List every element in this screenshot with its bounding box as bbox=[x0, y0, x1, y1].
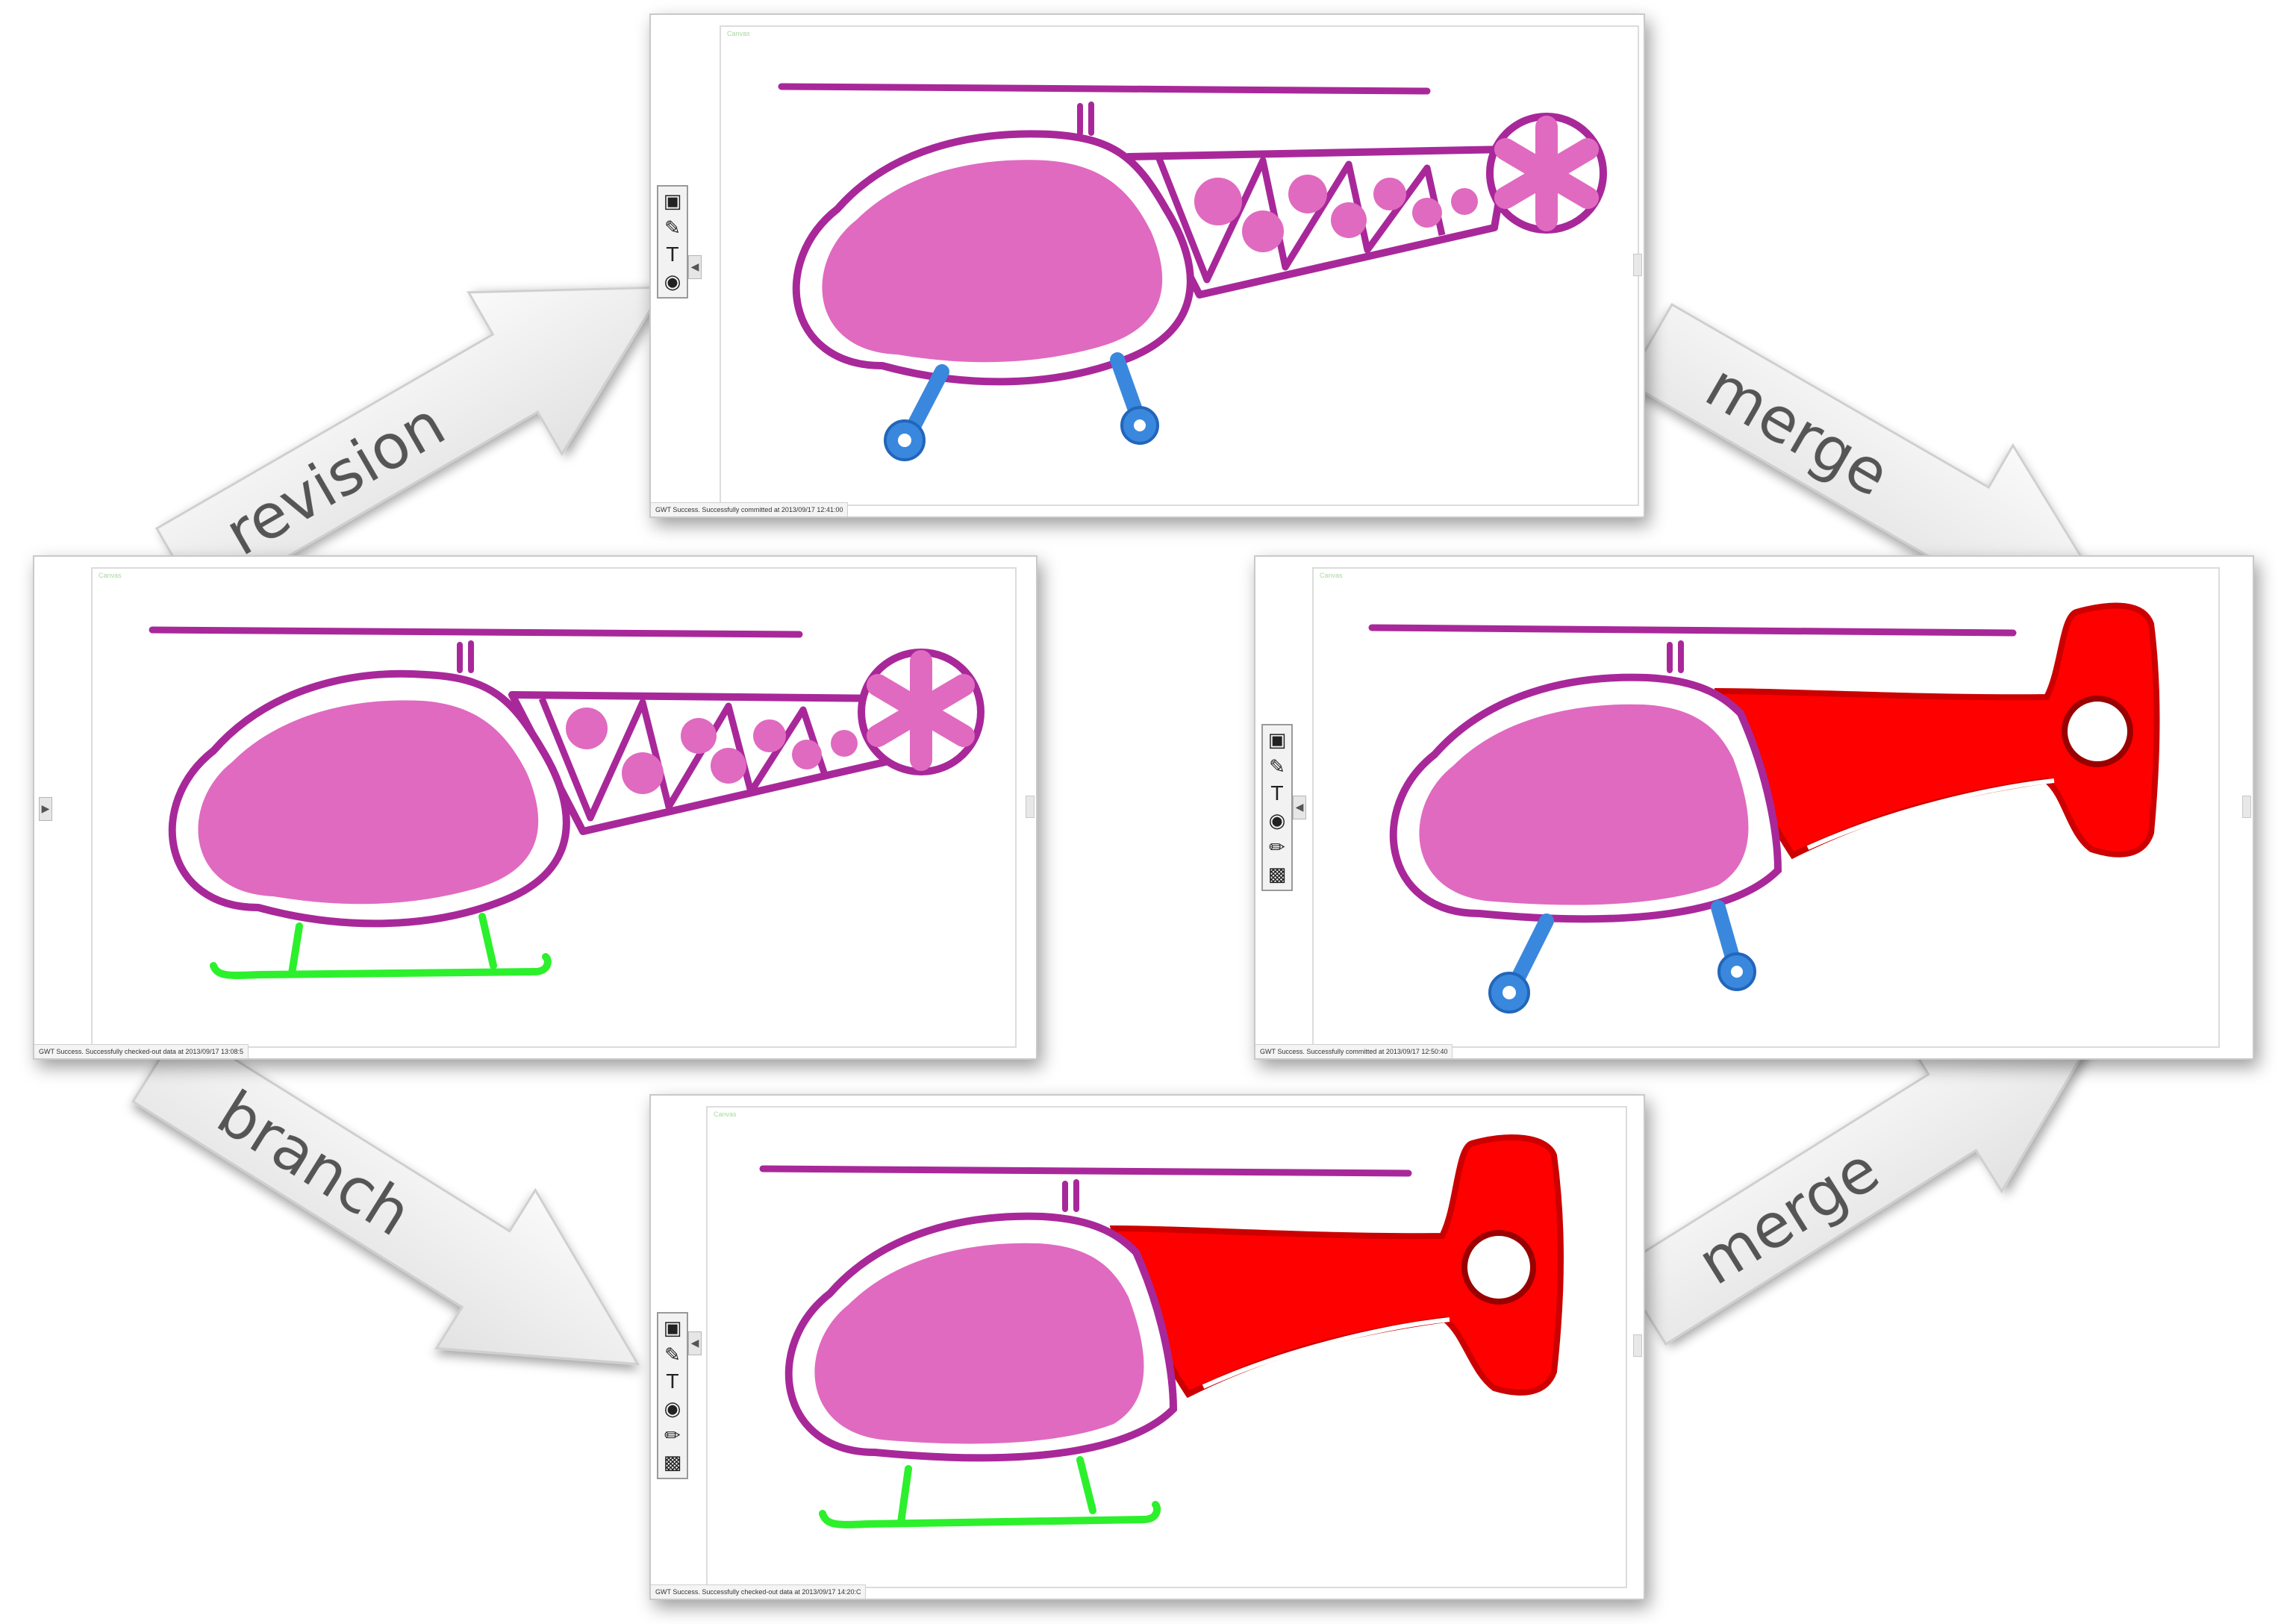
helicopter-drawing bbox=[1368, 602, 2160, 1014]
drawing-toolbar: ▣ ✎ T ◉ ✏ ▩ bbox=[657, 1312, 688, 1479]
panel-edge-tab[interactable] bbox=[1633, 254, 1642, 276]
palette-icon[interactable]: ◉ bbox=[664, 271, 681, 293]
toolbar-collapse-handle[interactable]: ◀ bbox=[1293, 796, 1306, 819]
canvas-frame-label: Canvas bbox=[727, 30, 750, 37]
save-icon[interactable]: ▣ bbox=[663, 1317, 682, 1340]
palette-icon[interactable]: ◉ bbox=[1268, 810, 1286, 832]
canvas-frame-label: Canvas bbox=[714, 1111, 737, 1118]
status-bar: GWT Success. Successfully checked-out da… bbox=[651, 1584, 867, 1599]
panel-revision: Canvas ▣ ✎ T ◉ ◀ GWT Succes bbox=[649, 13, 1645, 518]
eraser-icon[interactable]: ▩ bbox=[1267, 863, 1287, 886]
text-icon[interactable]: T bbox=[667, 1371, 678, 1393]
helicopter-drawing bbox=[759, 1134, 1564, 1528]
pencil-icon[interactable]: ✎ bbox=[1269, 756, 1285, 778]
canvas-frame-label: Canvas bbox=[99, 572, 122, 579]
status-bar: GWT Success. Successfully checked-out da… bbox=[34, 1044, 249, 1058]
save-icon[interactable]: ▣ bbox=[663, 190, 682, 213]
brush-icon[interactable]: ✏ bbox=[664, 1425, 681, 1447]
palette-icon[interactable]: ◉ bbox=[664, 1398, 681, 1420]
drawing-toolbar: ▣ ✎ T ◉ bbox=[657, 185, 688, 299]
eraser-icon[interactable]: ▩ bbox=[663, 1452, 682, 1474]
toolbar-collapse-handle[interactable]: ◀ bbox=[688, 1331, 702, 1355]
helicopter-drawing bbox=[149, 626, 985, 979]
text-icon[interactable]: T bbox=[667, 244, 678, 266]
toolbar-collapse-handle[interactable]: ◀ bbox=[688, 255, 702, 279]
panel-edge-tab[interactable] bbox=[2242, 796, 2251, 818]
pencil-icon[interactable]: ✎ bbox=[664, 217, 681, 240]
helicopter-drawing bbox=[778, 83, 1607, 461]
status-bar: GWT Success. Successfully committed at 2… bbox=[1255, 1044, 1453, 1058]
panel-edge-tab[interactable] bbox=[1633, 1334, 1642, 1357]
save-icon[interactable]: ▣ bbox=[1267, 729, 1287, 752]
panel-branch: Canvas ▣ ✎ T ◉ ✏ ▩ ◀ GWT Success. Succes… bbox=[649, 1094, 1645, 1600]
brush-icon[interactable]: ✏ bbox=[1269, 837, 1285, 859]
text-icon[interactable]: T bbox=[1271, 783, 1283, 805]
pencil-icon[interactable]: ✎ bbox=[664, 1344, 681, 1367]
canvas-frame-label: Canvas bbox=[1320, 572, 1343, 579]
status-bar: GWT Success. Successfully committed at 2… bbox=[651, 502, 849, 516]
panel-edge-tab[interactable] bbox=[1026, 796, 1035, 818]
toolbar-expand-handle[interactable]: ▶ bbox=[39, 797, 52, 821]
drawing-toolbar: ▣ ✎ T ◉ ✏ ▩ bbox=[1261, 724, 1293, 891]
panel-original: Canvas ▶ GWT Success. Successfully check… bbox=[33, 555, 1038, 1060]
panel-merged: Canvas ▣ ✎ T ◉ ✏ ▩ ◀ GWT Success. Succes… bbox=[1254, 555, 2254, 1060]
